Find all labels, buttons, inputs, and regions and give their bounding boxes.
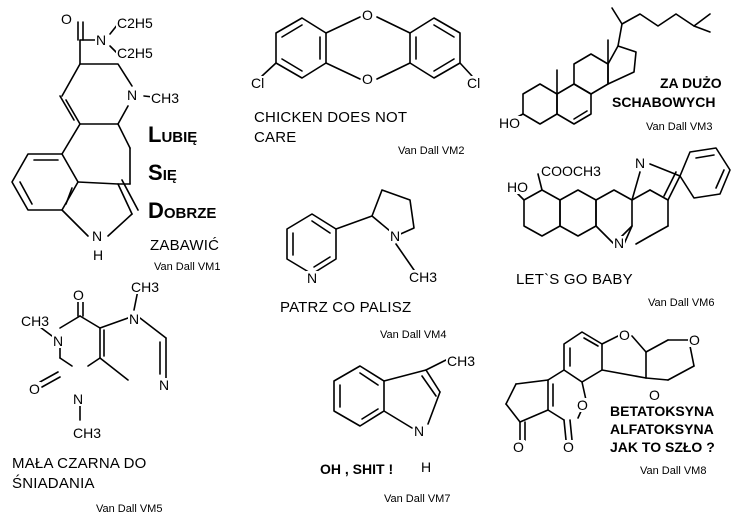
vm1-caption-line-2: SIĘ (148, 162, 177, 184)
vm7-skatole-structure (333, 359, 447, 429)
vm1-caption-rest-1: UBIĘ (161, 129, 198, 146)
vm4-signature: Van Dall VM4 (380, 329, 447, 341)
vm1-atom-h: H (92, 247, 105, 263)
vm5-atom-n3: N (72, 391, 85, 407)
vm8-atom-o-2: O (688, 332, 701, 348)
vm4-caption: PATRZ CO PALISZ (280, 299, 412, 316)
vm8-signature: Van Dall VM8 (640, 465, 707, 477)
vm3-atom-ho: HO (498, 115, 521, 131)
vm8-caption-line-2: ALFATOKSYNA (610, 421, 714, 437)
vm8-caption-line-1: BETATOKSYNA (610, 403, 715, 419)
vm2-dioxin-structure (261, 16, 473, 80)
vm1-atom-ethyl-1: C2H5 (116, 15, 154, 31)
vm6-caption: LET`S GO BABY (516, 271, 633, 288)
vm3-caption-line-2: SCHABOWYCH (612, 94, 716, 110)
vm1-caption-rest-2: IĘ (162, 167, 177, 184)
vm8-caption-line-3: JAK TO SZŁO ? (610, 439, 715, 455)
vm5-atom-n1: N (52, 333, 65, 349)
vm5-caffeine-structure (35, 289, 167, 421)
vm5-atom-o-top: O (72, 287, 85, 303)
vm6-atom-coome: COOCH3 (540, 163, 602, 179)
vm1-atom-ethyl-2: C2H5 (116, 45, 154, 61)
vm7-signature: Van Dall VM7 (384, 493, 451, 505)
vm3-signature: Van Dall VM3 (646, 121, 713, 133)
vm1-caption-rest-3: OBRZE (163, 205, 217, 222)
vm1-atom-methyl: CH3 (150, 90, 181, 106)
vm1-atom-n-ring: N (126, 87, 139, 103)
vm2-atom-o-bottom: O (361, 71, 374, 87)
vm2-caption-line-2: CARE (254, 129, 297, 146)
vm8-atom-o-6: O (562, 439, 575, 455)
vm7-atom-n: N (413, 423, 426, 439)
vm6-atom-n-indole: N (634, 155, 647, 171)
vm4-atom-n-pyridine: N (306, 270, 319, 286)
vm5-atom-n7: N (128, 311, 141, 327)
vm1-caption-initial-2: S (148, 160, 163, 185)
vm5-caption-line-1: MAŁA CZARNA DO (12, 455, 147, 472)
vm2-signature: Van Dall VM2 (398, 145, 465, 157)
vm1-caption-last: ZABAWIĆ (150, 237, 220, 254)
vm2-atom-cl-right: Cl (466, 75, 482, 91)
vm8-atom-o-4: O (576, 397, 589, 413)
vm6-atom-n-ring: N (613, 235, 626, 251)
vm8-atom-o-1: O (618, 327, 631, 343)
vm5-atom-o-bottom: O (28, 381, 41, 397)
vm5-atom-methyl-7: CH3 (130, 279, 161, 295)
vm6-alkaloid-structure (515, 147, 731, 245)
vm2-atom-cl-left: Cl (250, 75, 266, 91)
vm1-caption-line-1: LUBIĘ (148, 124, 197, 146)
vm7-atom-methyl: CH3 (446, 353, 477, 369)
vm1-atom-n-amide: N (95, 32, 108, 48)
vm4-atom-methyl: CH3 (408, 269, 439, 285)
vm6-signature: Van Dall VM6 (648, 297, 715, 309)
vm5-caption-line-2: ŚNIADANIA (12, 475, 95, 492)
vm5-atom-methyl-1: CH3 (20, 313, 51, 329)
vm1-caption-line-3: DOBRZE (148, 200, 216, 222)
vm1-atom-n-indole: N (91, 228, 104, 244)
vm5-atom-methyl-3: CH3 (72, 425, 103, 441)
vm7-atom-h: H (420, 459, 433, 475)
vm2-caption-line-1: CHICKEN DOES NOT (254, 109, 408, 126)
vm6-atom-ho: HO (506, 179, 529, 195)
vm3-caption-line-1: ZA DUŻO (660, 75, 722, 91)
vm5-signature: Van Dall VM5 (96, 503, 163, 515)
vm5-atom-n9: N (158, 377, 171, 393)
vm1-signature: Van Dall VM1 (154, 261, 221, 273)
vm7-caption: OH , SHIT ! (320, 461, 394, 477)
vm1-caption-initial-3: D (148, 198, 164, 223)
vm4-atom-n-pyrrolidine: N (389, 228, 402, 244)
vm2-atom-o-top: O (361, 7, 374, 23)
vm1-caption-initial-1: L (148, 122, 162, 147)
vm8-atom-o-5: O (512, 439, 525, 455)
vm8-aflatoxin-structure (505, 331, 695, 441)
vm1-atom-o: O (60, 11, 73, 27)
vm8-atom-o-3: O (648, 387, 661, 403)
